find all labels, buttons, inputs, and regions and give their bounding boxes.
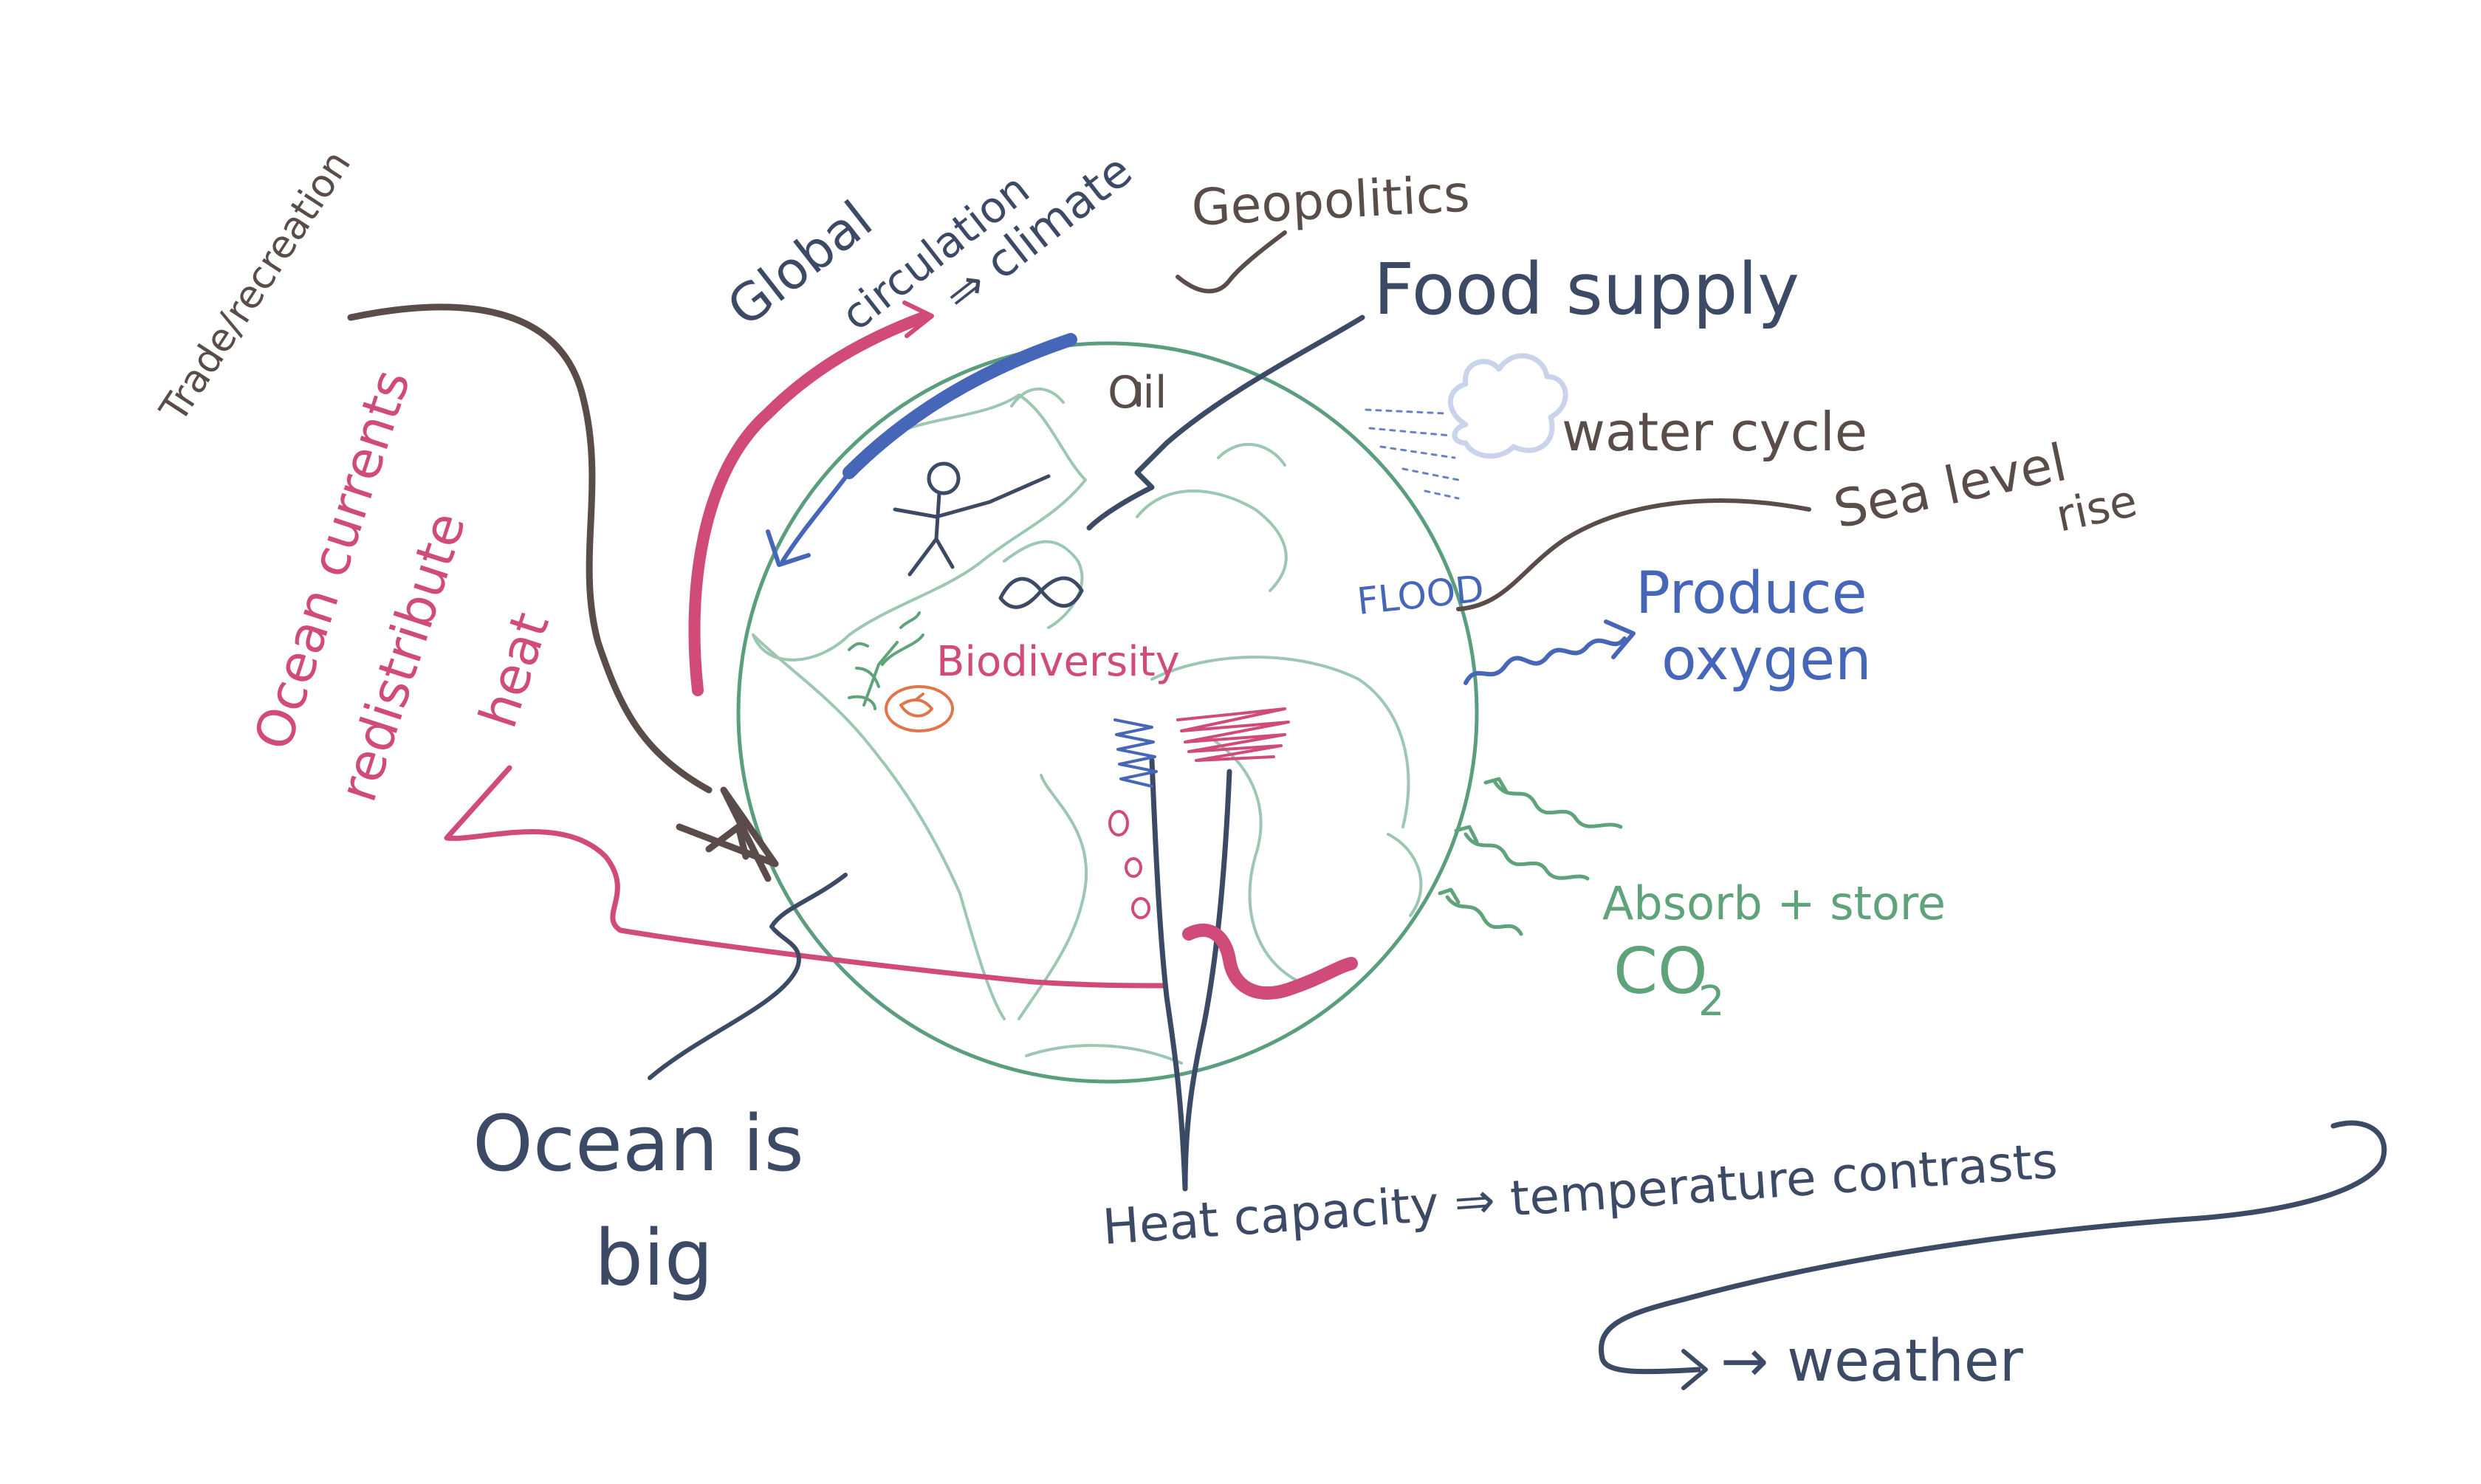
- rain-icon: [1365, 408, 1460, 500]
- label-flood: FLOOD: [1355, 567, 1486, 623]
- weather-arrowhead: [1681, 1349, 1708, 1390]
- label-weather: → weather: [1720, 1328, 2024, 1395]
- oxygen-arrowhead: [1604, 619, 1636, 659]
- label-heat: heat: [467, 605, 561, 735]
- label-absorb-store: Absorb + store: [1602, 876, 1946, 930]
- earth-globe: [736, 341, 1479, 1084]
- fish-icon: [998, 576, 1084, 609]
- circulation-arrow-blue: [843, 333, 1077, 479]
- continent-outlines: [752, 387, 1423, 1065]
- label-water-cycle: water cycle: [1562, 401, 1867, 463]
- label-co2-subscript: 2: [1698, 978, 1725, 1026]
- label-produce: Produce: [1636, 560, 1867, 627]
- weather-loop-connector: [1599, 1120, 2387, 1375]
- stick-figure-icon: [893, 461, 1051, 577]
- scribble-pink: [1176, 707, 1290, 762]
- label-big: big: [594, 1213, 713, 1303]
- heat-bubbles-icon: [1108, 810, 1150, 919]
- sea-level-connector: [1456, 498, 1811, 611]
- turtle-icon: [885, 685, 954, 732]
- circulation-arrowhead-pink: [902, 300, 934, 338]
- geopolitics-connector: [1176, 230, 1287, 294]
- oxygen-squiggle-arrow: [1463, 636, 1627, 685]
- label-trade-recreation: Trade/recreation: [151, 142, 360, 430]
- food-supply-connector: [1086, 315, 1365, 531]
- cloud-icon: [1447, 353, 1568, 459]
- trade-connector: [347, 303, 779, 882]
- label-heat-capacity: Heat capacity ⇒ temperature contrasts: [1101, 1133, 2059, 1256]
- plant-icon: [848, 611, 924, 710]
- circulation-arrow-blue-tail: [780, 470, 851, 563]
- co2-squiggle-arrows: [1438, 777, 1623, 936]
- heat-stroke-pink: [1182, 924, 1358, 1000]
- label-co2: CO: [1613, 935, 1708, 1009]
- label-food-supply: Food supply: [1373, 248, 1799, 331]
- ocean-currents-connector: [444, 765, 1166, 989]
- label-oxygen: oxygen: [1661, 627, 1872, 693]
- label-ocean-is: Ocean is: [473, 1099, 804, 1189]
- label-oil: Oil: [1108, 367, 1167, 419]
- heat-capacity-connector: [1149, 758, 1232, 1192]
- circulation-arrowhead-blue: [766, 529, 811, 567]
- ocean-is-big-connector: [648, 873, 848, 1080]
- circulation-arrow-pink: [688, 312, 929, 696]
- scribble-blue: [1113, 718, 1158, 788]
- label-geopolitics: Geopolitics: [1190, 165, 1472, 238]
- label-biodiversity: Biodiversity: [936, 638, 1180, 686]
